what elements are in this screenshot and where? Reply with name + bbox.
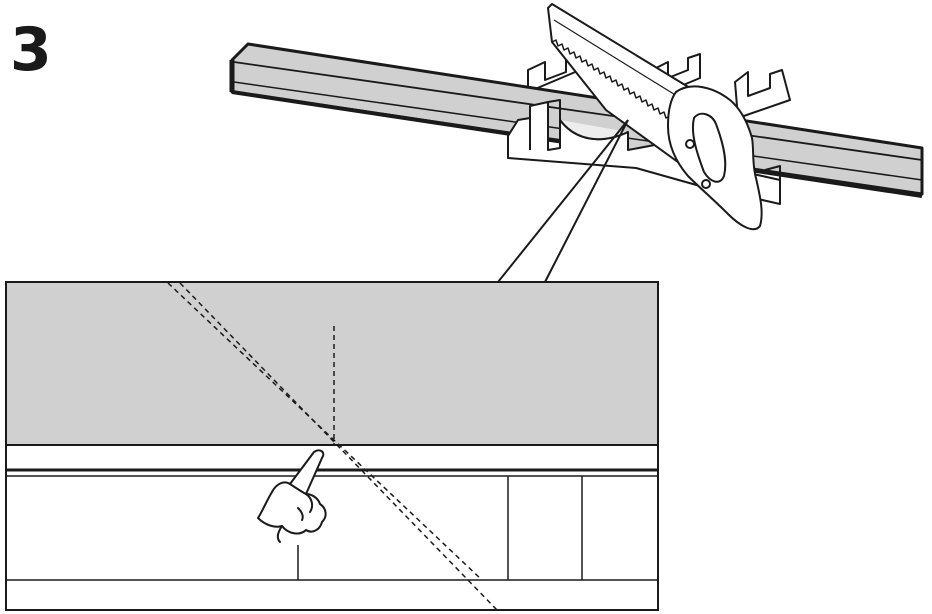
magnify-leader-lines [497, 119, 629, 283]
magnified-detail [5, 281, 659, 611]
hand-pointer-icon [257, 449, 327, 543]
step-number: 3 [10, 15, 52, 85]
saw-icon [547, 3, 763, 231]
